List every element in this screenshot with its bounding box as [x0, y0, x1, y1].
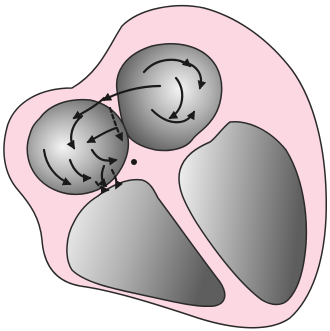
- septal-point: [131, 159, 137, 165]
